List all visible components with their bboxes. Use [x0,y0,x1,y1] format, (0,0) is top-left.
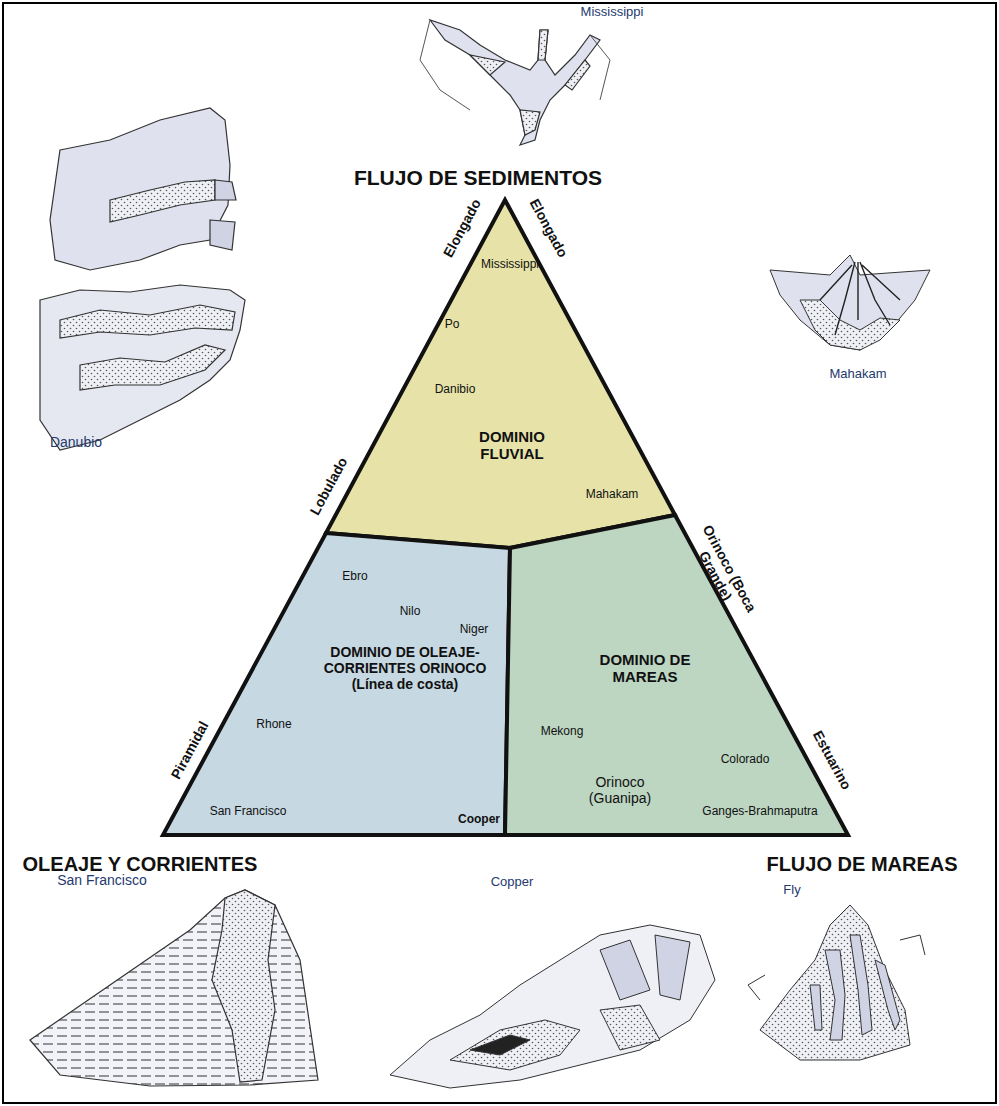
delta-name: Cooper [456,813,502,827]
domain-region: DOMINIO DE OLEAJE-CORRIENTES ORINOCO (Lí… [163,533,510,835]
delta-name: San Francisco [198,805,298,819]
delta-name: Ebro [330,570,380,584]
delta-name: Mahakam [577,488,647,502]
delta-name: Mississippi [460,258,560,272]
delta-name: Ganges-Brahmaputra [695,805,825,819]
figure-label: Fly [783,883,800,898]
domain-region: DOMINIO DE MAREAS MekongOrinoco (Guanipa)… [505,515,848,835]
delta-name: Colorado [710,753,780,767]
delta-name: Danibio [420,383,490,397]
delta-name: Po [432,318,472,332]
delta-name: Mekong [530,725,595,739]
corner-title: FLUJO DE SEDIMENTOS [354,166,602,190]
region-title: DOMINIO FLUVIAL [457,428,567,463]
delta-name: Orinoco (Guanipa) [565,774,675,806]
domain-region: DOMINIO FLUVIAL MississippiPoDanibioMahak… [326,200,675,548]
figure-label: Mississippi [581,5,644,20]
figure-label: Mahakam [829,367,886,382]
delta-name: Nilo [385,605,435,619]
figure-label: Danubio [50,434,102,450]
delta-name: Rhone [247,718,302,732]
region-title: DOMINIO DE MAREAS [585,651,705,686]
region-title: DOMINIO DE OLEAJE-CORRIENTES ORINOCO (Lí… [315,644,495,692]
delta-name: Niger [449,623,499,637]
corner-title: FLUJO DE MAREAS [766,853,957,876]
figure-label: San Francisco [57,872,146,888]
figure-label: Copper [491,875,534,890]
